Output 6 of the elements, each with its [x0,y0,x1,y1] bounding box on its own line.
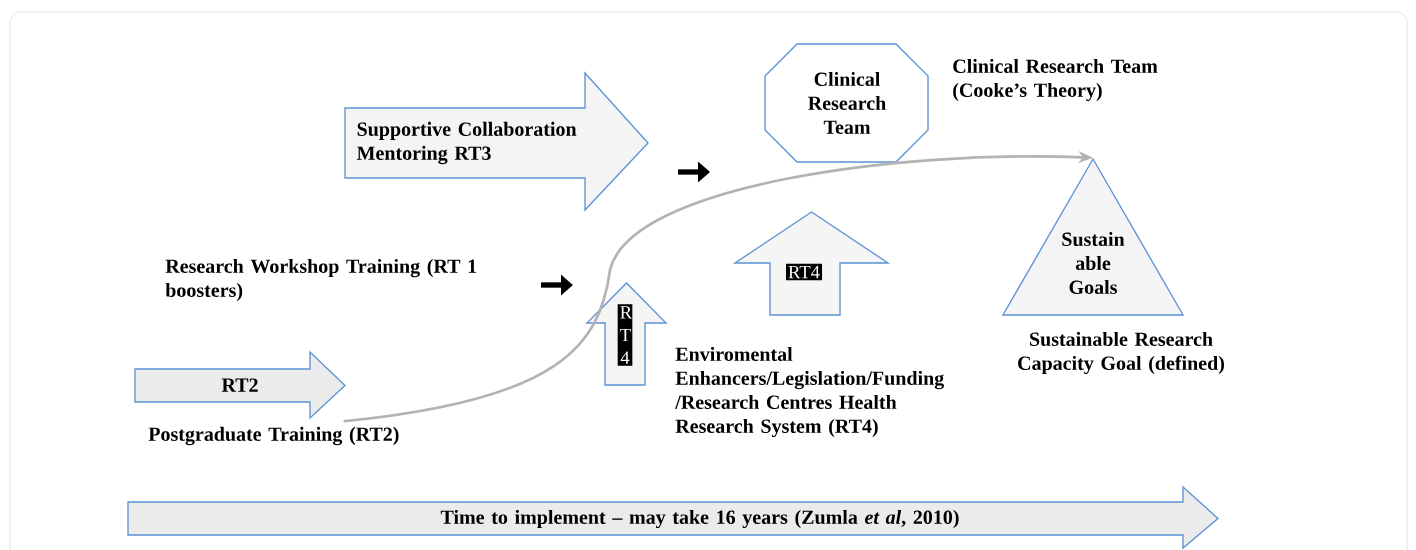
octagon: Clinical Research Team [764,43,929,163]
caption-text: Clinical Research Team (Cooke’s Theory) [953,58,1158,102]
note-text: Enviromental Enhancers/Legislation/Funding /Research Centres Health Research System (RT4) [675,346,945,438]
caption-text: Sustainable Research Capacity Goal (defined) [1018,331,1224,375]
note-text: Research Workshop Training (RT 1 boosters) [165,258,477,302]
caption-text: Postgraduate Training (RT2) [148,426,399,446]
